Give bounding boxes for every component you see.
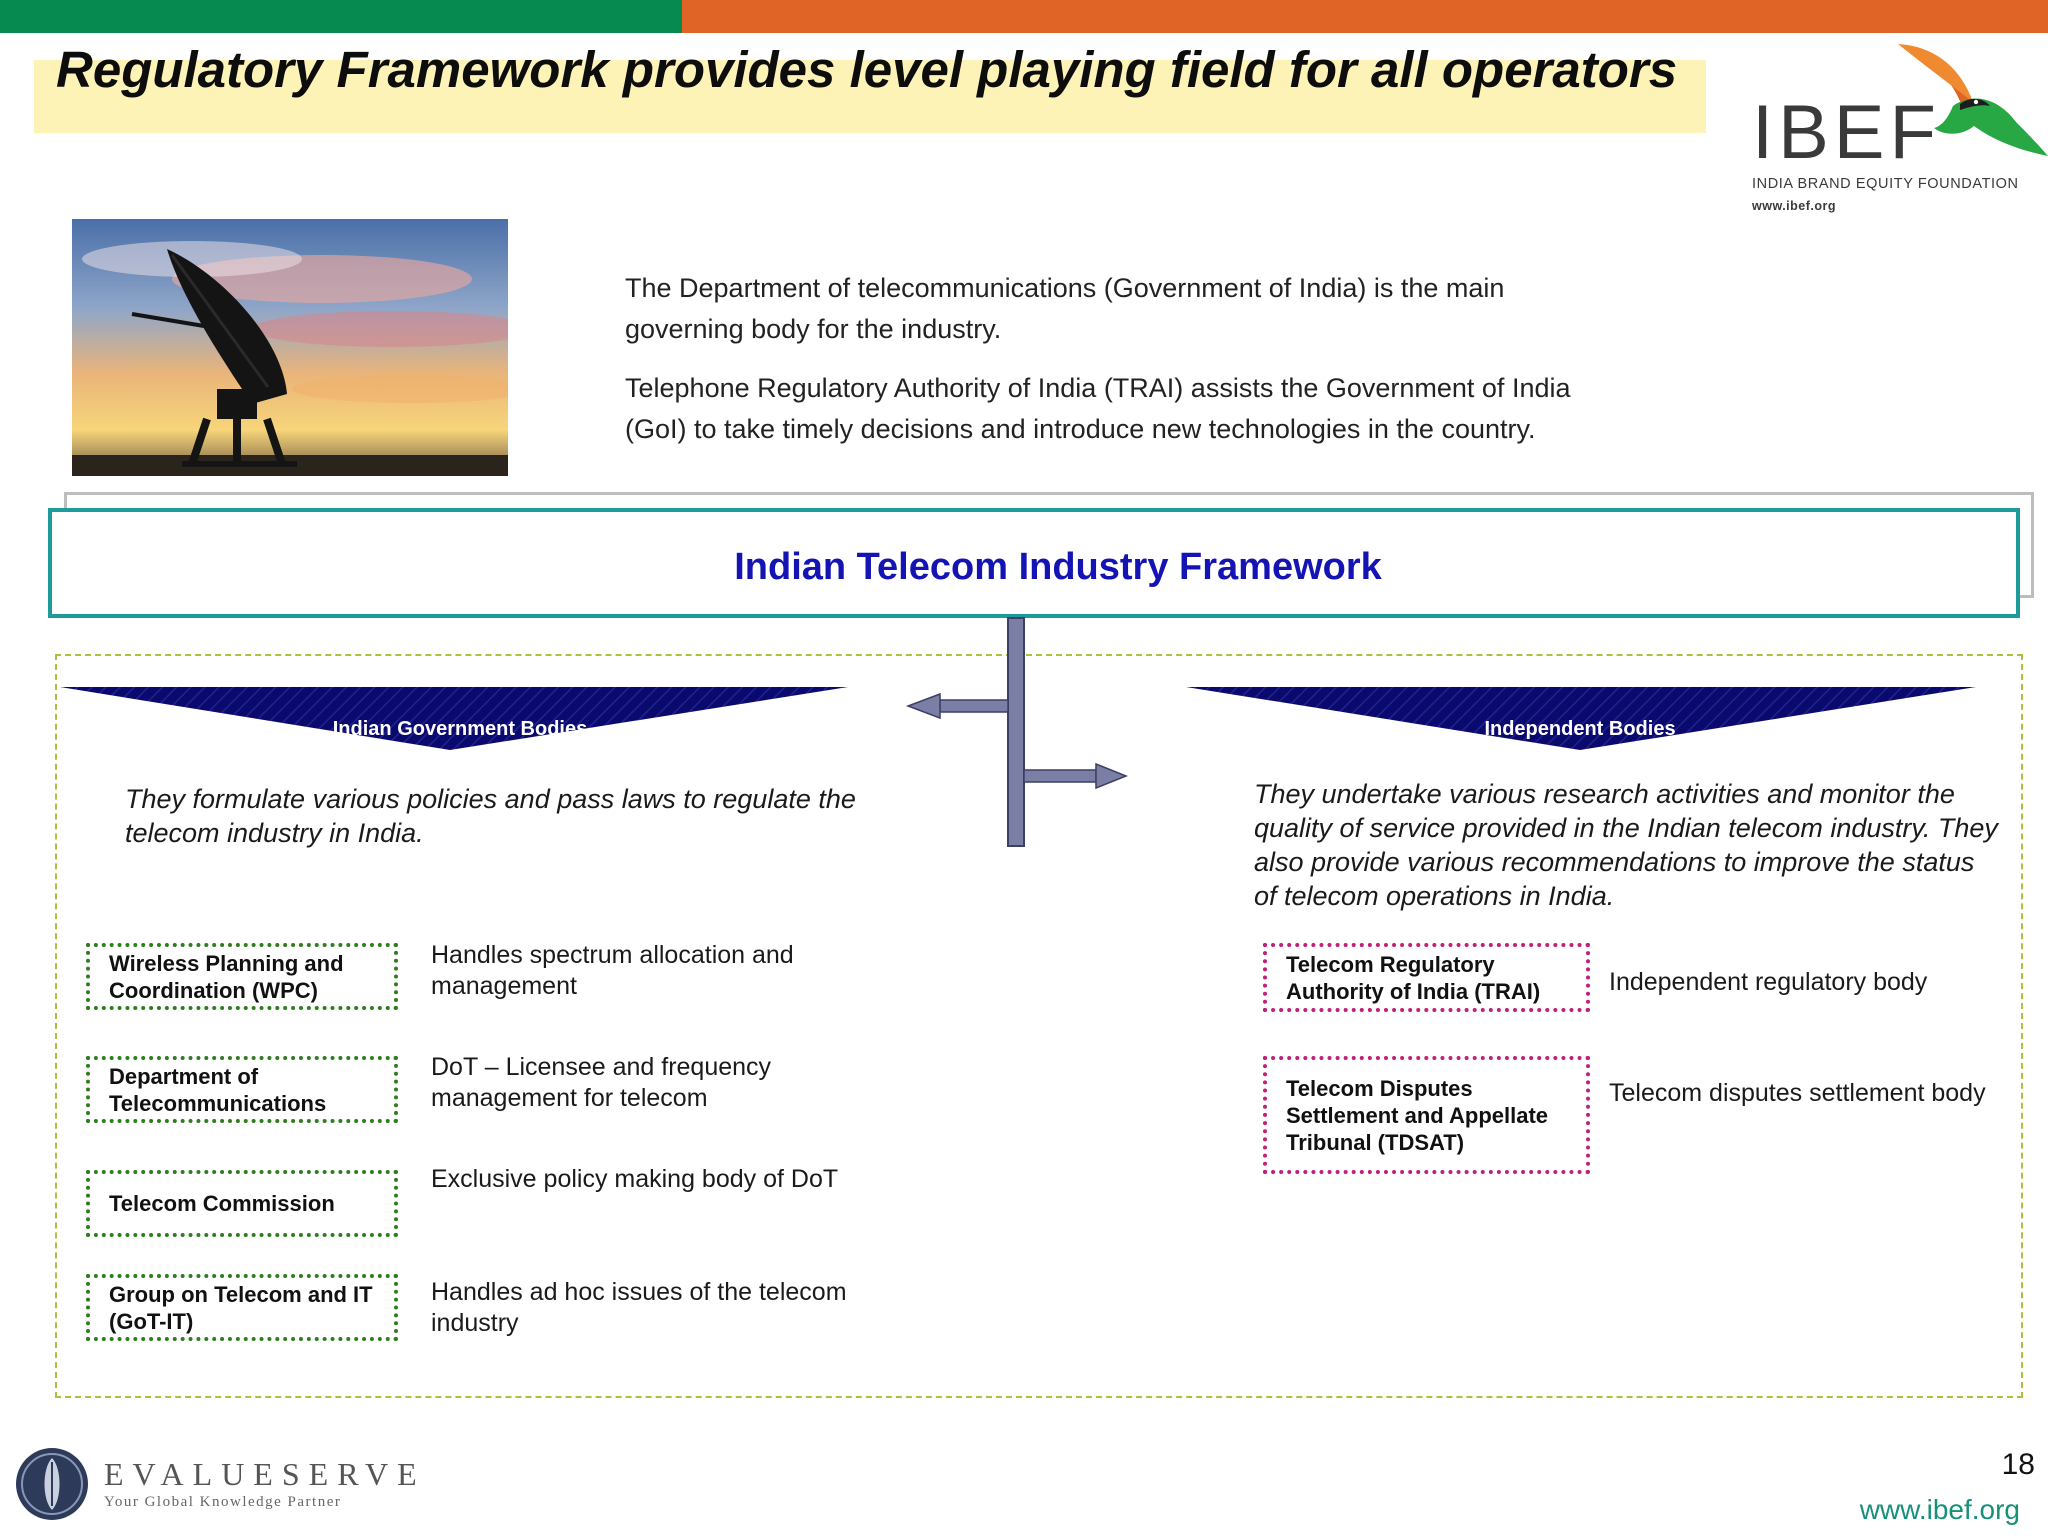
body-role-trai: Independent regulatory body xyxy=(1609,968,1928,996)
intro-paragraph-2: Telephone Regulatory Authority of India … xyxy=(625,373,1571,444)
body-box-trai: Telecom Regulatory Authority of India (T… xyxy=(1263,943,1590,1012)
banner-government-bodies: Indian Government Bodies xyxy=(332,718,588,740)
independent-bodies-description: They undertake various research activiti… xyxy=(1254,779,1998,911)
logo-wordmark: IBEF xyxy=(1752,90,1941,175)
framework-header-box xyxy=(48,508,2020,618)
body-role-dot: DoT – Licensee and frequency management … xyxy=(431,1053,772,1112)
government-bodies-description: They formulate various policies and pass… xyxy=(125,784,856,848)
top-bar-green xyxy=(0,0,682,33)
footer-url[interactable]: www.ibef.org xyxy=(1859,1494,2020,1525)
framework-title: Indian Telecom Industry Framework xyxy=(734,546,1382,588)
evalueserve-logo-icon xyxy=(16,1448,88,1520)
bird-icon xyxy=(1898,44,2048,156)
body-box-dot: Department of Telecommunications xyxy=(86,1056,398,1123)
page-title: Regulatory Framework provides level play… xyxy=(56,41,1678,98)
body-box-tdsat: Telecom Disputes Settlement and Appellat… xyxy=(1263,1056,1590,1174)
body-role-got-it: Handles ad hoc issues of the telecom ind… xyxy=(431,1278,847,1337)
logo-url: www.ibef.org xyxy=(1752,199,1837,213)
body-box-wpc: Wireless Planning and Coordination (WPC) xyxy=(86,943,398,1010)
body-box-telecom-commission: Telecom Commission xyxy=(86,1170,398,1237)
body-box-got-it: Group on Telecom and IT (GoT-IT) xyxy=(86,1274,398,1341)
page-number: 18 xyxy=(2001,1448,2035,1481)
banner-independent-bodies: Independent Bodies xyxy=(1484,718,1676,740)
footer-tagline: Your Global Knowledge Partner xyxy=(104,1494,342,1510)
body-name: Wireless Planning and Coordination (WPC) xyxy=(109,950,344,1003)
top-bar-orange xyxy=(682,0,2048,33)
logo-subtitle: INDIA BRAND EQUITY FOUNDATION xyxy=(1752,176,2019,192)
body-role-wpc: Handles spectrum allocation and manageme… xyxy=(431,941,794,1000)
body-role-telecom-commission: Exclusive policy making body of DoT xyxy=(431,1165,839,1193)
body-name: Telecom Commission xyxy=(109,1191,335,1216)
satellite-dish-icon xyxy=(72,219,508,476)
body-name: Group on Telecom and IT (GoT-IT) xyxy=(109,1281,373,1334)
body-name: Telecom Regulatory Authority of India (T… xyxy=(1286,951,1541,1004)
intro-paragraph-1: The Department of telecommunications (Go… xyxy=(625,273,1505,344)
title-background xyxy=(34,60,1706,133)
framework-container xyxy=(55,654,2023,1398)
body-name: Department of Telecommunications xyxy=(109,1063,327,1116)
body-name: Telecom Disputes Settlement and Appellat… xyxy=(1286,1075,1549,1155)
body-role-tdsat: Telecom disputes settlement body xyxy=(1609,1079,1986,1107)
footer-brand: EVALUESERVE xyxy=(104,1456,426,1492)
